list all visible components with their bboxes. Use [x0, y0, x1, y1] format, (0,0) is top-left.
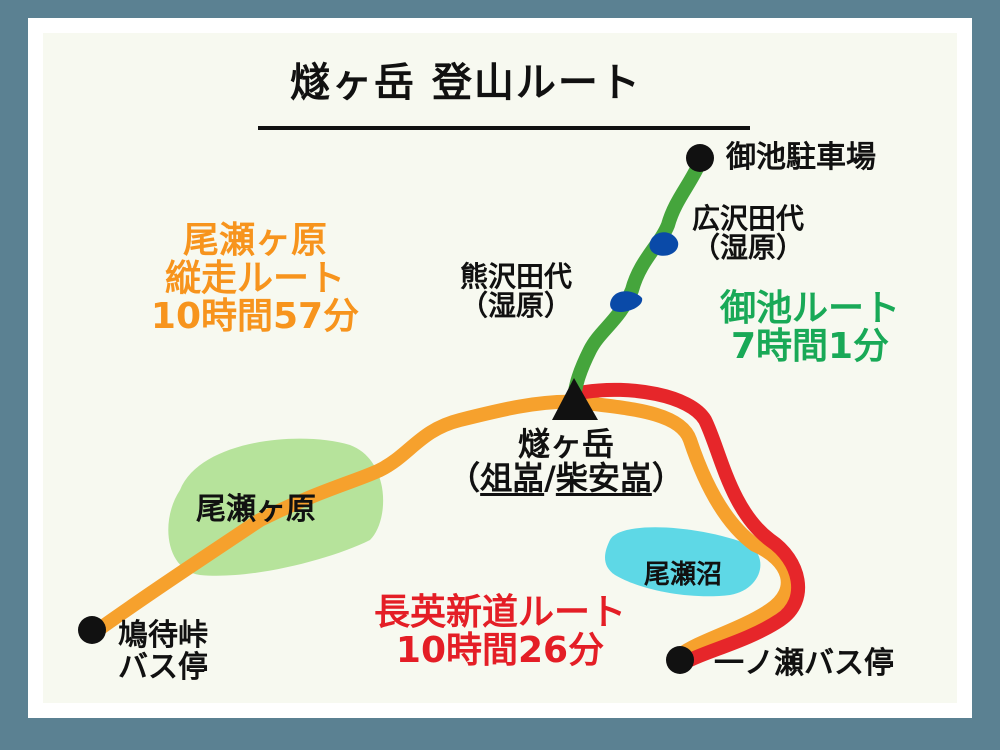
wetland-hirosawa [649, 232, 679, 256]
route-red [578, 382, 805, 667]
label-kumazawa: 熊沢田代（湿原） [460, 260, 573, 323]
label-hirosawa: 広沢田代（湿原） [692, 202, 805, 265]
label-ozenuma: 尾瀬沼 [644, 560, 723, 590]
wetland-kumazawa [610, 291, 643, 312]
pond-ozenuma [605, 527, 761, 597]
label-oze-gahara: 尾瀬ヶ原 [196, 492, 316, 527]
route-green [567, 155, 707, 407]
page-title: 燧ヶ岳 登山ルート [290, 60, 642, 106]
triangle-summit-icon [552, 378, 598, 420]
label-hatomachi: 鳩待峠バス停 [118, 618, 208, 685]
point-ichinose [666, 646, 694, 674]
label-ichinose: 一ノ瀬バス停 [714, 646, 894, 681]
point-hatomachi [78, 616, 106, 644]
label-summit: 燧ヶ岳 （俎嵓/柴安嵓） [448, 425, 684, 497]
point-miike-parking [686, 144, 714, 172]
label-miike-parking: 御池駐車場 [726, 140, 876, 175]
